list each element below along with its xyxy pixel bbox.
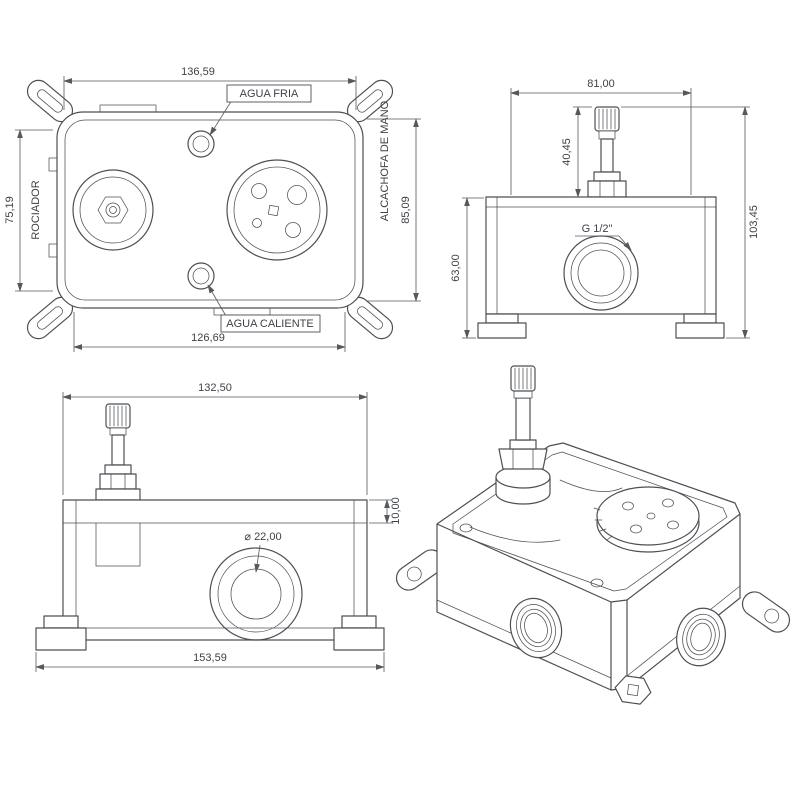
valve-stem — [587, 106, 627, 198]
dim-body-height-text: 63,00 — [450, 254, 462, 282]
front-view: 136,59 AGUA FRIA AGUA CALIENTE 126,69 75… — [4, 66, 421, 352]
diverter-disc-iso — [593, 486, 700, 553]
bore-diameter-label-text: ⌀ 22,00 — [244, 531, 281, 543]
dim-profile-width-top-text: 132,50 — [198, 382, 232, 394]
dim-front-width-top: 136,59 — [63, 66, 357, 110]
dim-side-width-text: 81,00 — [587, 78, 615, 90]
dim-front-height-left-text: 75,19 — [4, 196, 16, 224]
dim-front-height-left: 75,19 — [4, 129, 53, 292]
mixer-cartridge — [72, 169, 154, 251]
side-view: G 1/2" 81,00 40,45 63,00 — [450, 78, 760, 339]
hot-water-label-text: AGUA CALIENTE — [226, 318, 313, 330]
bore-diameter-label: ⌀ 22,00 — [244, 531, 282, 573]
dim-front-width-bottom: 126,69 — [73, 312, 346, 352]
dim-total-height-text: 103,45 — [748, 205, 760, 239]
dim-total-height: 103,45 — [621, 106, 760, 339]
hex-plug-iso — [614, 675, 652, 705]
dim-profile-width-bottom-text: 153,59 — [193, 652, 227, 664]
threaded-port-profile — [209, 547, 303, 641]
hot-water-port — [187, 262, 215, 290]
thread-size-label-text: G 1/2" — [582, 223, 613, 235]
dim-profile-width-bottom: 153,59 — [35, 652, 385, 672]
profile-view: 132,50 — [35, 382, 402, 672]
mounting-foot-left — [477, 313, 527, 339]
handshower-label-text: ALCACHOFA DE MANO — [379, 100, 391, 221]
isometric-view — [395, 365, 791, 705]
dim-stem-height: 40,45 — [561, 106, 592, 198]
cold-water-label: AGUA FRIA — [209, 84, 312, 136]
valve-body-side — [485, 196, 717, 315]
dim-front-width-top-text: 136,59 — [181, 66, 215, 78]
dim-stem-height-text: 40,45 — [561, 138, 573, 166]
dim-front-width-bottom-text: 126,69 — [191, 332, 225, 344]
dim-front-height-right: 85,09 — [367, 118, 421, 302]
threaded-port-iso-right — [676, 607, 726, 667]
dim-side-width: 81,00 — [510, 78, 692, 195]
sprayer-label-text: ROCIADOR — [30, 180, 42, 239]
rim-boss — [459, 523, 473, 533]
dim-profile-width-top: 132,50 — [62, 382, 368, 495]
valve-body-inner-outline — [64, 119, 356, 301]
dim-body-height: 63,00 — [450, 197, 484, 339]
diverter-disc — [226, 159, 328, 261]
thread-size-label: G 1/2" — [575, 223, 632, 251]
dim-profile-step-text: 10,00 — [390, 497, 402, 525]
valve-body-profile — [62, 499, 368, 641]
mounting-ear-iso-right — [741, 591, 791, 633]
mounting-foot-left-profile — [35, 615, 87, 651]
cold-water-port — [187, 130, 215, 158]
valve-stem-profile — [95, 403, 141, 501]
cold-water-label-text: AGUA FRIA — [240, 88, 299, 100]
mounting-foot-right-profile — [333, 615, 385, 651]
mounting-foot-right — [675, 313, 725, 339]
valve-stem-iso — [495, 365, 551, 505]
hot-water-label: AGUA CALIENTE — [207, 284, 321, 333]
valve-body-outline — [56, 111, 364, 309]
dim-front-height-right-text: 85,09 — [400, 196, 412, 224]
threaded-port-iso-left — [509, 597, 563, 659]
rim-boss — [590, 578, 604, 588]
dim-profile-step: 10,00 — [369, 497, 402, 525]
